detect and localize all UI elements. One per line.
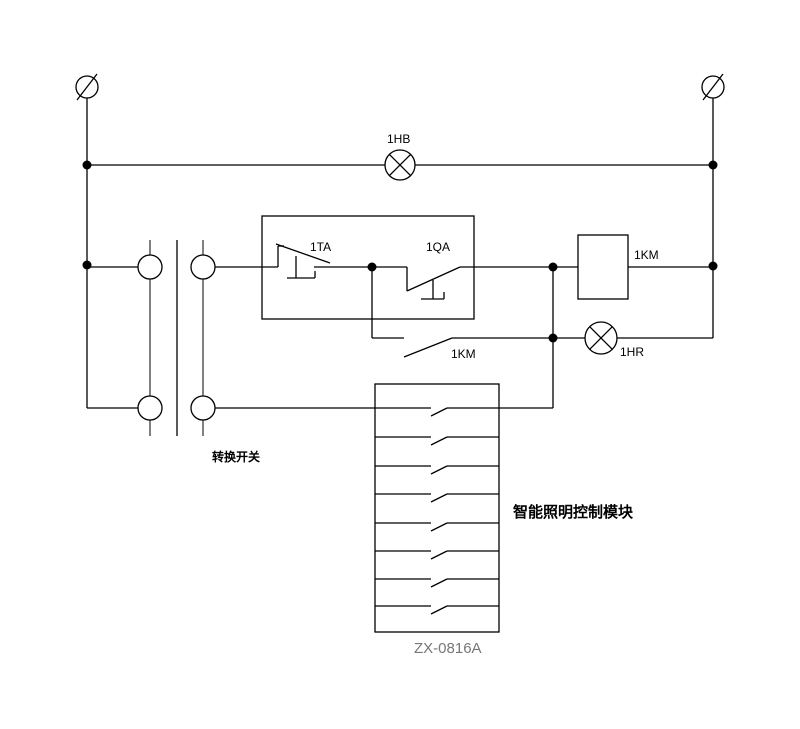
right-terminal <box>701 73 725 101</box>
module-channel <box>375 465 499 475</box>
lamp-1hb <box>384 149 416 181</box>
contact-1km <box>403 337 453 358</box>
junction-dots <box>82 160 718 343</box>
module-channel <box>375 550 499 560</box>
module-channel <box>375 436 499 446</box>
module-channel <box>375 578 499 588</box>
lighting-control-module <box>374 383 500 633</box>
label-model: ZX-0816A <box>414 640 482 657</box>
label-1km-coil: 1KM <box>634 248 659 262</box>
module-channel <box>375 407 499 417</box>
label-module: 智能照明控制模块 <box>513 503 634 521</box>
stop-button-1ta <box>275 243 407 279</box>
label-1qa: 1QA <box>426 240 450 254</box>
lamp-1hr <box>584 321 618 355</box>
label-1hr: 1HR <box>620 345 644 359</box>
label-1hb: 1HB <box>387 132 410 146</box>
label-1ta: 1TA <box>310 240 331 254</box>
module-channel <box>375 605 499 615</box>
label-transfer-switch: 转换开关 <box>212 449 260 464</box>
left-terminal <box>75 73 99 101</box>
module-channel <box>375 493 499 503</box>
start-button-1qa <box>406 266 553 300</box>
module-channel <box>375 522 499 532</box>
coil-1km <box>577 234 629 300</box>
label-1km-contact: 1KM <box>451 347 476 361</box>
transfer-switch <box>87 240 216 436</box>
